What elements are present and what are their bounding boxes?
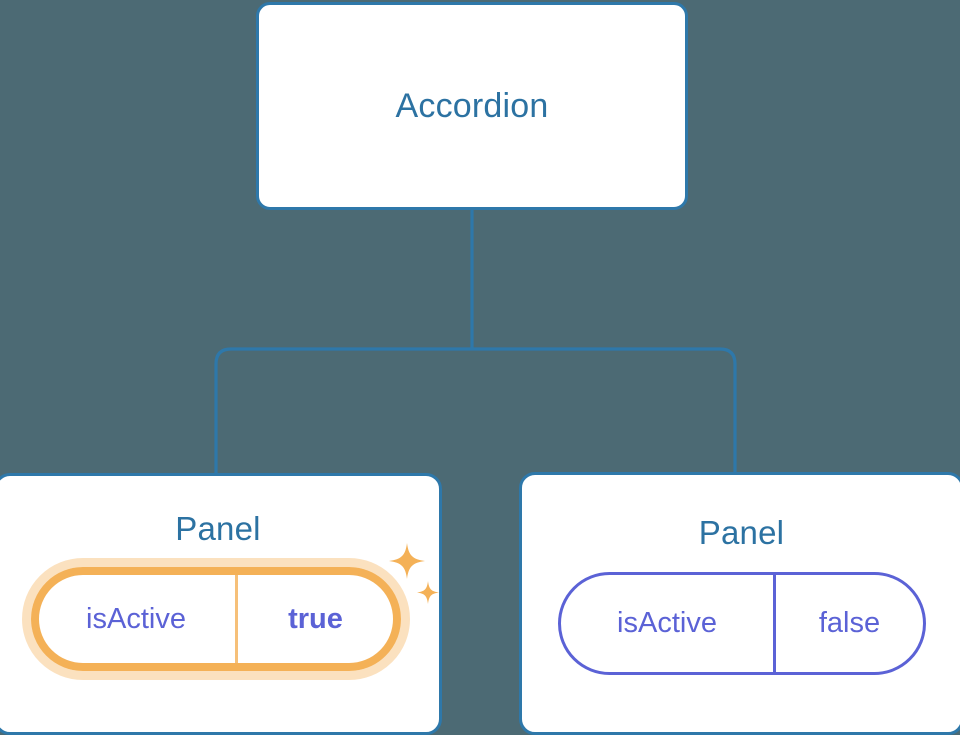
prop-name-isactive: isActive [617,607,717,639]
prop-name-isactive: isActive [86,602,186,635]
prop-value-false: false [773,575,923,672]
prop-pill-inactive-wrapper: isActive false [558,572,926,675]
node-panel-active-label: Panel [175,510,261,547]
prop-pill-inactive[interactable]: isActive false [558,572,926,675]
node-panel-inactive[interactable]: Panel isActive false [519,472,960,735]
node-accordion-label: Accordion [395,87,549,125]
prop-value-true: true [235,575,393,663]
node-panel-active[interactable]: Panel isActive true [0,473,442,735]
prop-pill-active[interactable]: isActive true [31,567,401,671]
node-accordion[interactable]: Accordion [256,2,688,210]
connector-bus [214,347,737,478]
node-panel-inactive-label: Panel [698,514,785,551]
prop-pill-active-wrapper: isActive true [22,558,410,680]
